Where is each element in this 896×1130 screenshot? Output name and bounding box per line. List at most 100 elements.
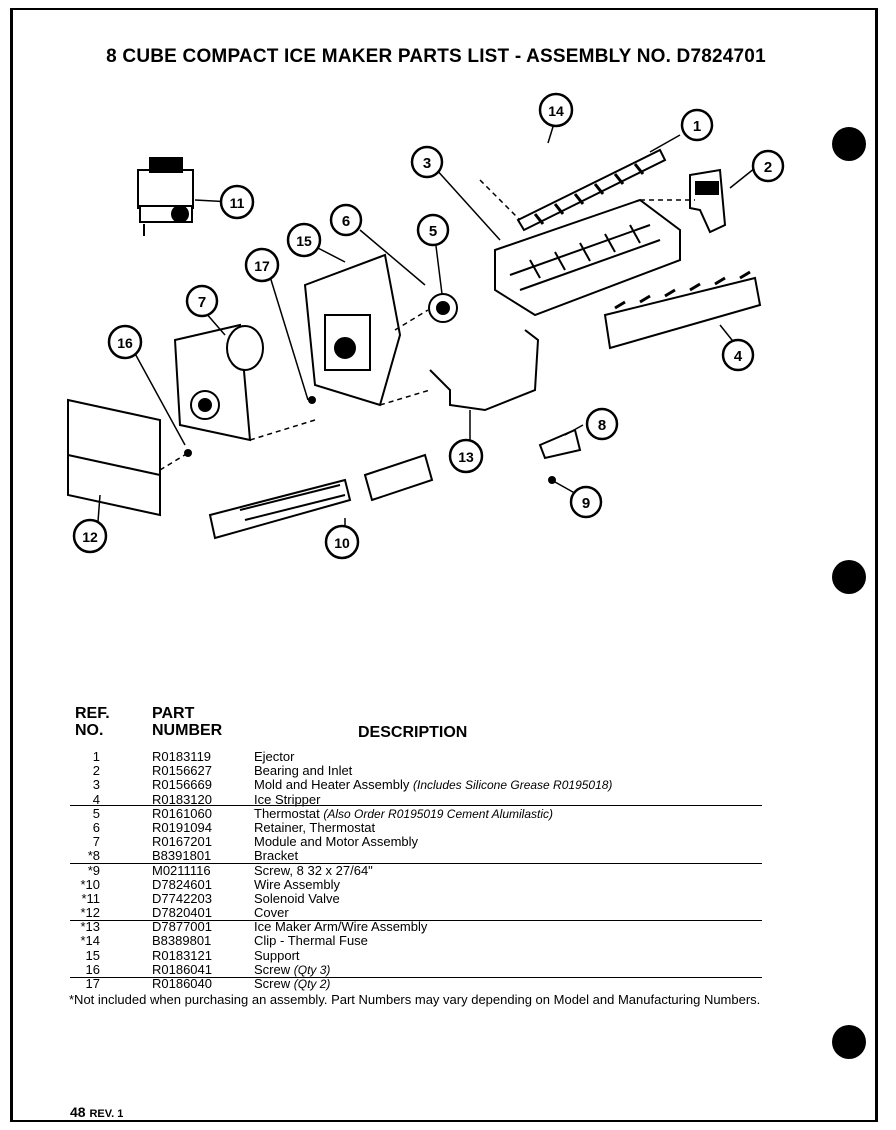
callout-3: 3 — [410, 145, 444, 179]
part-number: R0156627 — [152, 763, 212, 779]
description-text: Wire Assembly — [254, 876, 340, 892]
ice-stripper-drawing — [603, 270, 762, 350]
ref-no-header: REF. NO. — [75, 705, 110, 739]
ref-number: *12 — [80, 905, 100, 921]
part-description: Bracket — [254, 849, 298, 863]
part-number: R0167201 — [152, 834, 212, 850]
table-rule-4 — [70, 977, 762, 978]
callout-circles: 1 2 3 4 5 6 7 8 9 10 11 12 13 14 15 16 1… — [72, 92, 785, 560]
part-number: R0156669 — [152, 777, 212, 793]
wire-assembly-drawing — [208, 453, 434, 540]
module-motor-drawing — [173, 323, 264, 442]
part-number: R0161060 — [152, 805, 212, 821]
ref-number: *8 — [87, 848, 100, 864]
table-row: *11 D7742203 Solenoid Valve — [70, 890, 770, 906]
table-rule-1 — [70, 805, 762, 806]
table-rule-2 — [70, 863, 762, 864]
ref-number: 7 — [92, 834, 100, 850]
part-number: B8391801 — [152, 848, 212, 864]
table-row: 3 R0156669 Mold and Heater Assembly (Inclu… — [70, 777, 770, 793]
part-number: R0183119 — [152, 749, 212, 764]
ref-number: 16 — [85, 961, 100, 977]
description-text: Ejector — [254, 749, 295, 764]
table-row: 1 R0183119 Ejector — [70, 750, 770, 764]
callout-14: 14 — [538, 92, 574, 128]
ref-number: 1 — [92, 749, 100, 764]
description-text: Solenoid Valve — [254, 890, 340, 906]
ice-maker-arm-drawing — [429, 329, 540, 412]
description-text: Mold and Heater Assembly — [254, 777, 410, 793]
ejector-drawing — [516, 148, 667, 232]
callout-6: 6 — [329, 203, 363, 237]
callout-11: 11 — [219, 184, 255, 220]
svg-text:7: 7 — [198, 294, 206, 311]
callout-1: 1 — [680, 108, 714, 142]
description-text: Ice Stripper — [254, 791, 321, 807]
ref-number: 2 — [92, 763, 100, 779]
description-header: DESCRIPTION — [358, 724, 468, 741]
svg-text:6: 6 — [342, 213, 350, 230]
page-border — [10, 8, 878, 1122]
ref-number: 3 — [92, 777, 100, 793]
description-note: (Includes Silicone Grease R0195018) — [412, 778, 613, 793]
svg-text:10: 10 — [334, 535, 350, 551]
callout-13: 13 — [448, 438, 484, 474]
bearing-inlet-drawing — [689, 168, 727, 234]
part-number: D7877001 — [152, 919, 212, 935]
callout-5: 5 — [416, 213, 450, 247]
description-note: (Also Order R0195019 Cement Alumilastic) — [323, 806, 554, 821]
callout-8: 8 — [585, 407, 619, 441]
description-note: (Qty 2) — [293, 977, 331, 991]
part-number: M0211116 — [152, 862, 211, 878]
ref-number: *10 — [80, 876, 100, 892]
solenoid-valve-drawing — [137, 157, 194, 236]
part-number: D7742203 — [152, 890, 212, 906]
part-number: D7824601 — [152, 876, 212, 892]
part-description: Support — [254, 948, 300, 963]
table-row: *10 D7824601 Wire Assembly — [70, 876, 770, 892]
part-description: Module and Motor Assembly — [254, 835, 418, 849]
part-description: Retainer, Thermostat — [254, 820, 375, 835]
part-number-header: PART NUMBER — [152, 705, 223, 739]
part-number: R0191094 — [152, 819, 212, 835]
table-row: 2 R0156627 Bearing and Inlet — [70, 764, 770, 778]
description-text: Bracket — [254, 848, 299, 864]
part-number: R0186040 — [152, 976, 212, 991]
page-title: 8 CUBE COMPACT ICE MAKER PARTS LIST - AS… — [106, 46, 766, 67]
svg-text:14: 14 — [548, 103, 564, 119]
part-description: Thermostat (Also Order R0195019 Cement A… — [254, 806, 554, 821]
ref-number: *13 — [80, 919, 100, 935]
mold-heater-drawing — [494, 198, 681, 317]
binder-hole-top — [832, 127, 866, 161]
ref-number: 15 — [85, 947, 100, 963]
part-description: Screw, 8 32 x 27/64" — [254, 862, 373, 878]
table-row: *8 B8391801 Bracket — [70, 849, 770, 863]
ref-number: *11 — [81, 890, 100, 906]
part-description: Solenoid Valve — [254, 890, 340, 906]
svg-text:15: 15 — [296, 233, 312, 249]
part-description: Bearing and Inlet — [254, 764, 352, 778]
callout-10: 10 — [324, 524, 360, 560]
description-text: Bearing and Inlet — [254, 763, 353, 779]
callout-2: 2 — [751, 149, 785, 183]
part-number: B8389801 — [152, 933, 212, 949]
part-description: Clip - Thermal Fuse — [254, 934, 368, 948]
description-text: Cover — [254, 905, 289, 921]
part-description: Screw (Qty 3) — [254, 962, 330, 977]
part-description: Screw (Qty 2) — [254, 977, 331, 992]
ref-number: 5 — [92, 805, 100, 821]
svg-text:8: 8 — [598, 417, 606, 434]
callout-12: 12 — [72, 518, 108, 554]
revision-label: REV. 1 — [89, 1108, 124, 1120]
svg-text:3: 3 — [423, 155, 431, 172]
callout-16: 16 — [107, 324, 143, 360]
callout-9: 9 — [569, 485, 603, 519]
description-text: Screw, 8 32 x 27/64" — [254, 862, 373, 878]
